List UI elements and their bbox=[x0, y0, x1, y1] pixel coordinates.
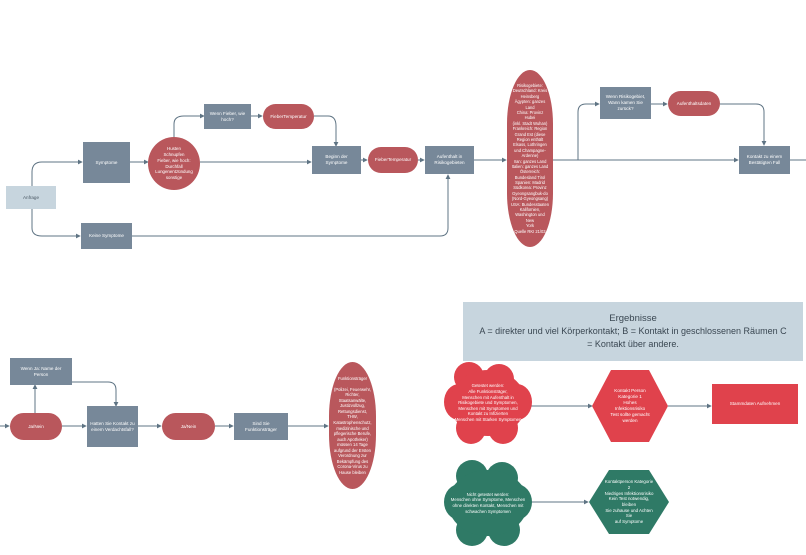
node-funktionstraeger[interactable]: Funktionsträger (Polizei, Feuerwehr, Ric… bbox=[329, 362, 376, 489]
node-fiebertemp-1[interactable]: FieberTemperatur bbox=[263, 104, 314, 129]
node-kontaktperson-1[interactable]: Kontakt Person Kategorie 1 Hohes Infekti… bbox=[592, 370, 668, 442]
edge-anfrage-keine-symptome bbox=[31, 209, 81, 239]
ergebnisse-box: Ergebnisse A = direkter und viel Körperk… bbox=[463, 302, 803, 361]
node-ja-nein-2[interactable]: Ja/Nein bbox=[162, 413, 215, 440]
edge-keine-aufenthalt bbox=[132, 174, 451, 237]
ergebnisse-text: A = direkter und viel Körperkontakt; B =… bbox=[479, 326, 787, 350]
edge-husten-wenn-fieber bbox=[173, 113, 205, 140]
node-hatten-sie[interactable]: Hatten Sie Kontakt zu einem Verdachtsfal… bbox=[87, 406, 138, 447]
node-getestet: Getestet werden: Alle Funktionsträger, M… bbox=[450, 370, 526, 436]
cloud-nicht-getestet[interactable]: Nicht getestet werden: Menschen ohne Sym… bbox=[444, 460, 532, 546]
node-symptome[interactable]: Symptome bbox=[83, 142, 130, 183]
node-husten[interactable]: Husten Schnupfen Fieber, wie hoch: Durch… bbox=[148, 137, 200, 190]
edge-fiebertemp-beginn bbox=[314, 115, 339, 147]
cloud-getestet[interactable]: Getestet werden: Alle Funktionsträger, M… bbox=[444, 362, 532, 444]
node-aufenthalt[interactable]: Aufenthalt in Risikogebieten bbox=[425, 146, 474, 174]
node-beginn-symptome[interactable]: Beginn der Symptome bbox=[312, 146, 361, 174]
node-aufenthaltsdaten[interactable]: Aufenthaltsdaten bbox=[668, 91, 720, 116]
edge-aufenthaltsdaten-kontakt bbox=[720, 103, 767, 146]
edge-anfrage-symptome bbox=[31, 159, 83, 186]
node-wenn-fieber[interactable]: Wenn Fieber, wie hoch? bbox=[204, 104, 251, 129]
node-kontakt-bestaetigt[interactable]: Kontakt zu einem Bestätigten Fall bbox=[739, 146, 790, 174]
ergebnisse-title: Ergebnisse bbox=[609, 312, 657, 324]
node-stammdaten[interactable]: Stammdaten Aufnehmen bbox=[712, 384, 798, 424]
node-keine-symptome[interactable]: Keine Symptome bbox=[81, 223, 132, 249]
edge-risikogebiete-wenn bbox=[553, 101, 600, 161]
edge-wenn-ja-hatten bbox=[72, 381, 119, 407]
node-risikogebiete[interactable]: Risikogebiete: Deutschland: Kreis Heinsb… bbox=[507, 70, 553, 247]
node-ja-nein-1[interactable]: Ja/Nein bbox=[10, 413, 62, 440]
node-anfrage[interactable]: Anfrage bbox=[6, 186, 56, 209]
node-wenn-risikogebiet[interactable]: Wenn Risikogebiet, Wann kamen Sie zurück… bbox=[600, 87, 651, 119]
node-fiebertemp-2[interactable]: FieberTemperatur bbox=[368, 147, 418, 173]
node-wenn-ja[interactable]: Wenn Ja: Name der Person bbox=[10, 358, 72, 385]
node-sind-sie[interactable]: Sind Sie Funktionsträger bbox=[234, 413, 288, 440]
node-nicht-getestet: Nicht getestet werden: Menschen ohne Sym… bbox=[448, 470, 528, 536]
